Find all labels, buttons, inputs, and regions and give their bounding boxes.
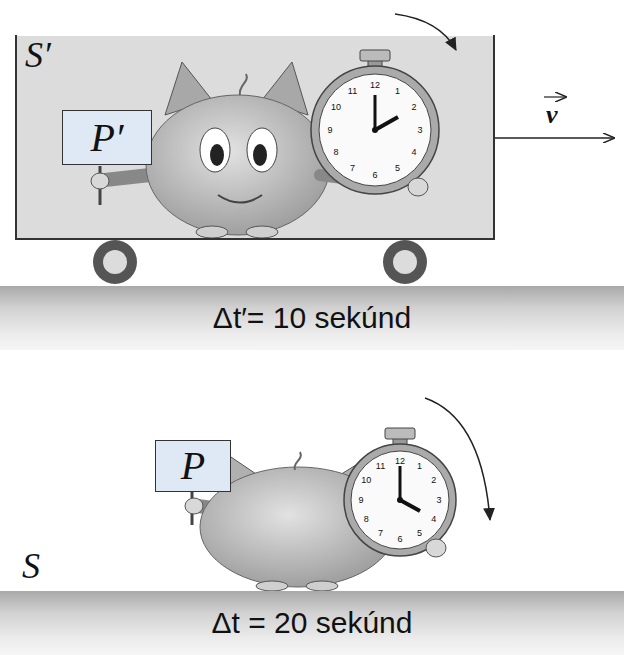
clock-numeral: 12 <box>370 81 380 90</box>
vector-mark <box>544 96 566 97</box>
velocity-label: v <box>546 102 558 128</box>
rotation-arrow <box>425 398 490 520</box>
clock-numeral: 6 <box>372 171 377 180</box>
clock-numeral: 5 <box>417 529 422 538</box>
clock-numeral: 9 <box>327 126 332 135</box>
sign-board: P <box>155 440 231 492</box>
clock-numeral: 4 <box>411 148 416 157</box>
rotation-arrow <box>395 14 456 50</box>
wheel <box>93 240 427 284</box>
stopwatch <box>311 50 439 196</box>
clock-numeral: 6 <box>397 535 402 544</box>
moving-frame: S′ P′ <box>15 35 495 240</box>
clock-numeral: 8 <box>364 515 369 524</box>
stopwatch <box>344 428 456 557</box>
clock-numeral: 11 <box>376 462 385 471</box>
cart-fill <box>16 36 494 239</box>
clock-numeral: 12 <box>395 457 405 466</box>
time-label: Δt = 20 sekúnd <box>211 608 412 638</box>
clock-numeral: 1 <box>395 87 400 96</box>
clock-numeral: 3 <box>417 126 422 135</box>
clock-numeral: 9 <box>358 496 363 505</box>
sign-label: P′ <box>90 118 123 158</box>
frame-label: S <box>22 548 40 584</box>
sign-label: P <box>181 446 205 486</box>
time-label: Δt′= 10 sekúnd <box>213 303 411 333</box>
clock-numeral: 1 <box>417 462 422 471</box>
ground-band: Δt′= 10 sekúnd <box>0 286 624 350</box>
velocity-arrow <box>495 137 614 139</box>
clock-numeral: 7 <box>350 164 355 173</box>
clock-numeral: 2 <box>431 476 436 485</box>
clock-numeral: 10 <box>361 476 371 485</box>
sign-board: P′ <box>62 110 152 165</box>
clock-numeral: 11 <box>348 87 357 96</box>
clock-numeral: 3 <box>436 496 441 505</box>
ground-band: Δt = 20 sekúnd <box>0 591 624 655</box>
clock-numeral: 7 <box>378 529 383 538</box>
clock-numeral: 8 <box>334 148 339 157</box>
clock-numeral: 4 <box>431 515 436 524</box>
clock-numeral: 10 <box>331 103 341 112</box>
clock-numeral: 5 <box>395 164 400 173</box>
frame-label: S′ <box>25 37 51 73</box>
clock-numeral: 2 <box>411 103 416 112</box>
